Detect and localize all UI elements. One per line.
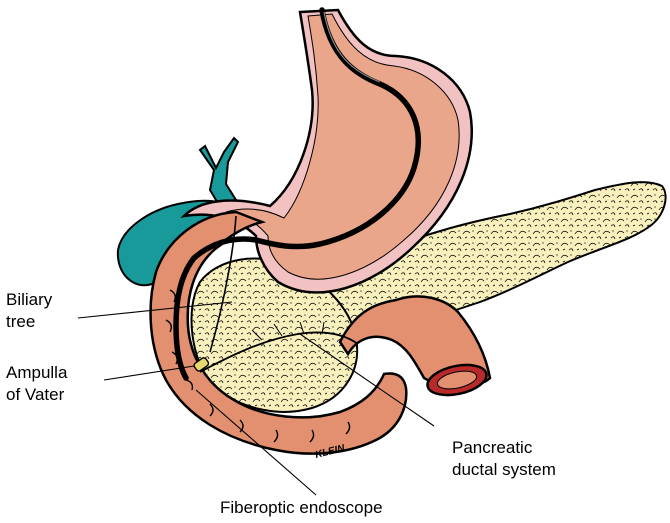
label-pancreatic-ductal-system: Pancreatic ductal system	[452, 437, 556, 481]
cystic-duct	[200, 138, 238, 210]
label-biliary-tree: Biliary tree	[6, 289, 52, 333]
label-ampulla-of-vater: Ampulla of Vater	[6, 362, 67, 406]
label-fiberoptic-endoscope: Fiberoptic endoscope	[220, 497, 383, 519]
